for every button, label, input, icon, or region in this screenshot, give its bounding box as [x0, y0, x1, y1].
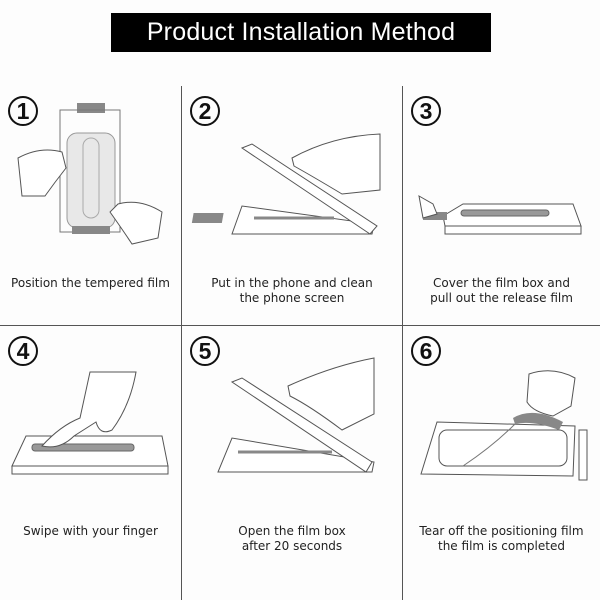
caption-line-1: Cover the film box and [433, 276, 570, 290]
step-1: 1 Position the tempered film [0, 86, 181, 325]
step-6: 6 Tear off the positioning film the film… [403, 326, 600, 600]
step-caption: Tear off the positioning film the film i… [403, 524, 600, 554]
grid-divider-v1 [181, 86, 182, 600]
step-number-badge: 2 [190, 96, 220, 126]
caption-line-2: the film is completed [438, 539, 565, 553]
step-caption: Position the tempered film [0, 276, 181, 291]
caption-line-1: Open the film box [238, 524, 346, 538]
caption-line-2: the phone screen [239, 291, 345, 305]
step-number-badge: 1 [8, 96, 38, 126]
step-2: 2 Put in the phone and clean the phone s… [182, 86, 402, 325]
step-caption: Cover the film box and pull out the rele… [403, 276, 600, 306]
insert-phone-illustration [191, 133, 381, 235]
step-3: 3 Cover the film box and pull out the re… [403, 86, 600, 325]
step-number-badge: 6 [411, 336, 441, 366]
step-4: 4 Swipe with your finger [0, 326, 181, 600]
caption-line-1: Put in the phone and clean [211, 276, 373, 290]
step-caption: Swipe with your finger [0, 524, 181, 539]
caption-line-1: Position the tempered film [11, 276, 170, 290]
step-number-badge: 5 [190, 336, 220, 366]
title-banner: Product Installation Method [111, 13, 491, 52]
caption-line-1: Swipe with your finger [23, 524, 158, 538]
grid-divider-v2 [402, 86, 403, 600]
step-number-badge: 4 [8, 336, 38, 366]
step-5: 5 Open the film box after 20 seconds [182, 326, 402, 600]
position-film-illustration [17, 103, 163, 245]
grid-divider-h [0, 325, 600, 326]
tear-off-film-illustration [420, 370, 588, 481]
open-film-box-illustration [217, 357, 375, 473]
swipe-finger-illustration [11, 371, 169, 475]
step-caption: Open the film box after 20 seconds [182, 524, 402, 554]
pull-release-film-illustration [418, 195, 582, 235]
page-title: Product Installation Method [146, 18, 456, 46]
caption-line-2: after 20 seconds [241, 539, 343, 553]
step-caption: Put in the phone and clean the phone scr… [182, 276, 402, 306]
caption-line-1: Tear off the positioning film [419, 524, 584, 538]
caption-line-2: pull out the release film [430, 291, 573, 305]
step-number-badge: 3 [411, 96, 441, 126]
